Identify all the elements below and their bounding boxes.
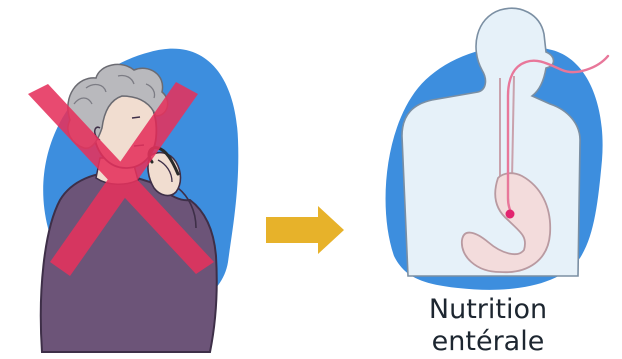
torso-outline — [402, 8, 580, 276]
right-panel: Nutrition entérale — [386, 8, 608, 357]
caption-line-1: Nutrition — [429, 294, 547, 325]
caption-line-2: entérale — [432, 326, 545, 357]
right-arrow-icon — [266, 206, 344, 254]
left-panel — [28, 49, 238, 352]
tube-tip — [506, 210, 515, 219]
